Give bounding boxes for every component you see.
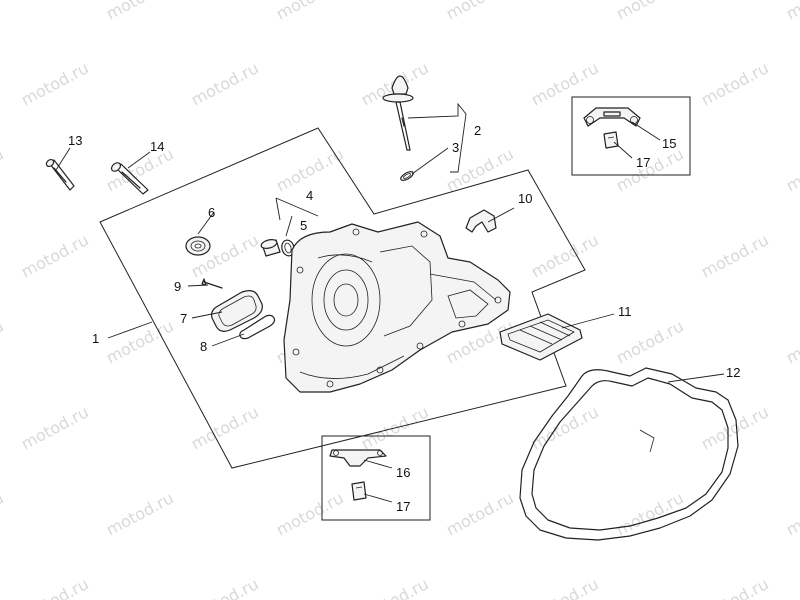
watermark-text: motod.ru bbox=[0, 488, 7, 539]
callout-16: 16 bbox=[396, 465, 410, 480]
watermark-text: motod.ru bbox=[528, 230, 602, 281]
bracket-10 bbox=[465, 209, 497, 233]
callout-7: 7 bbox=[180, 311, 187, 326]
callout-6: 6 bbox=[208, 205, 215, 220]
inset-box-15-17 bbox=[571, 96, 691, 176]
callout-2: 2 bbox=[474, 123, 481, 138]
watermark-text: motod.ru bbox=[0, 144, 7, 195]
watermark-text: motod.ru bbox=[188, 574, 262, 600]
watermark-text: motod.ru bbox=[443, 488, 517, 539]
watermark-text: motod.ru bbox=[0, 0, 7, 24]
watermark-text: motod.ru bbox=[103, 0, 177, 24]
callout-4: 4 bbox=[306, 188, 313, 203]
watermark-text: motod.ru bbox=[103, 488, 177, 539]
watermark-text: motod.ru bbox=[18, 58, 92, 109]
crankcase-cover-1 bbox=[283, 221, 511, 393]
watermark-text: motod.ru bbox=[783, 144, 800, 195]
callout-13: 13 bbox=[68, 133, 82, 148]
bolt-13 bbox=[45, 158, 75, 191]
screw-9 bbox=[201, 278, 223, 289]
watermark-text: motod.ru bbox=[698, 58, 772, 109]
callout-11: 11 bbox=[618, 304, 632, 319]
assembly-frame-outline bbox=[99, 127, 586, 469]
watermark-text: motod.ru bbox=[18, 574, 92, 600]
watermark-text: motod.ru bbox=[273, 488, 347, 539]
watermark-text: motod.ru bbox=[188, 58, 262, 109]
callout-9: 9 bbox=[174, 279, 181, 294]
dipstick-2 bbox=[382, 75, 414, 151]
watermark-text: motod.ru bbox=[18, 402, 92, 453]
callout-3: 3 bbox=[452, 140, 459, 155]
inset-box-16-17 bbox=[321, 435, 431, 521]
watermark-text: motod.ru bbox=[443, 0, 517, 24]
watermark-text: motod.ru bbox=[783, 316, 800, 367]
gasket-8 bbox=[239, 314, 276, 340]
bolt-14 bbox=[110, 162, 149, 195]
cover-gasket-12 bbox=[519, 367, 739, 541]
watermark-text: motod.ru bbox=[698, 402, 772, 453]
watermark-text: motod.ru bbox=[528, 58, 602, 109]
watermark-text: motod.ru bbox=[0, 316, 7, 367]
watermark-text: motod.ru bbox=[783, 488, 800, 539]
oil-strainer-11 bbox=[499, 313, 583, 361]
inspection-cover-7 bbox=[211, 290, 263, 332]
oil-seal-6 bbox=[185, 236, 211, 256]
watermark-text: motod.ru bbox=[528, 402, 602, 453]
clip-nut-17-top bbox=[603, 131, 619, 149]
plate-16 bbox=[329, 449, 387, 467]
plug-4 bbox=[260, 239, 281, 257]
plate-15 bbox=[583, 107, 641, 127]
callout-8: 8 bbox=[200, 339, 207, 354]
leader-lines bbox=[55, 102, 725, 503]
callout-labels: 1 2 3 4 5 6 7 8 9 10 11 12 13 14 15 16 1… bbox=[68, 123, 740, 514]
callout-15: 15 bbox=[662, 136, 676, 151]
watermark-text: motod.ru bbox=[613, 0, 687, 24]
watermark-text: motod.ru bbox=[273, 0, 347, 24]
watermark-text: motod.ru bbox=[528, 574, 602, 600]
watermark-text: motod.ru bbox=[358, 574, 432, 600]
watermark-text: motod.ru bbox=[783, 0, 800, 24]
watermark-text: motod.ru bbox=[18, 230, 92, 281]
callout-12: 12 bbox=[726, 365, 740, 380]
watermark-text: motod.ru bbox=[188, 402, 262, 453]
callout-17-top: 17 bbox=[636, 155, 650, 170]
watermark-text: motod.ru bbox=[698, 230, 772, 281]
clip-nut-17-bottom bbox=[351, 481, 367, 501]
callout-14: 14 bbox=[150, 139, 164, 154]
callout-1: 1 bbox=[92, 331, 99, 346]
watermark-text: motod.ru bbox=[103, 316, 177, 367]
watermark-text: motod.ru bbox=[698, 574, 772, 600]
watermark-text: motod.ru bbox=[613, 488, 687, 539]
callout-17-bottom: 17 bbox=[396, 499, 410, 514]
o-ring-3 bbox=[400, 171, 414, 181]
callout-10: 10 bbox=[518, 191, 532, 206]
watermark-text: motod.ru bbox=[613, 316, 687, 367]
callout-5: 5 bbox=[300, 218, 307, 233]
